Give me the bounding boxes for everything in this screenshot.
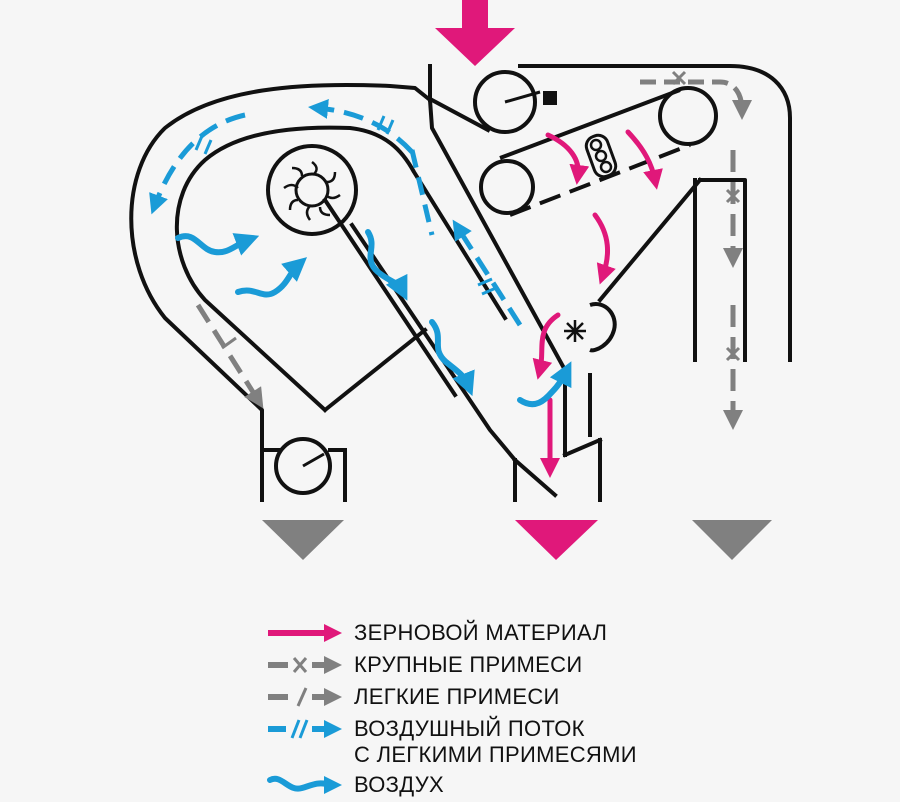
diagonal-channel-mid [322, 197, 458, 398]
top-feed-roller [473, 70, 537, 134]
coarse-impurities-flow [640, 70, 752, 430]
right-inner-wall [698, 178, 747, 362]
belt-bottom [509, 143, 691, 217]
wavy-arrow-icon [267, 775, 342, 794]
inner-channel-wall [174, 125, 508, 413]
top-feed-roller-handle [543, 91, 557, 105]
light-impurities-flow [195, 303, 264, 409]
belt-top [499, 88, 681, 160]
outer-channel-wall [129, 82, 433, 452]
legend-item-air: ВОЗДУХ [266, 772, 786, 802]
middle-outlet [512, 437, 603, 502]
outlet-grain-triangle [515, 520, 598, 560]
grain-flow [532, 129, 663, 478]
conveyor-belt [473, 70, 718, 217]
fan-icon [266, 144, 358, 236]
solid-arrow-icon [268, 624, 342, 642]
top-frame [428, 64, 491, 133]
bottom-roller [274, 437, 332, 495]
belt-pulley-right [658, 86, 718, 146]
legend-item-grain: ЗЕРНОВОЙ МАТЕРИАЛ [266, 620, 786, 650]
air-flow [175, 229, 572, 408]
diagonal-channel-outer [427, 97, 567, 457]
legend-label-airflow-line2: С ЛЕГКИМИ ПРИМЕСЯМИ [354, 742, 637, 767]
legend-item-coarse: КРУПНЫЕ ПРИМЕСИ [266, 652, 786, 682]
diagonal-channel-inner [349, 222, 518, 463]
outlet-coarse-triangle [692, 520, 772, 560]
airflow-with-impurities [149, 98, 523, 327]
left-divider [322, 327, 428, 413]
machine-housing [129, 64, 792, 502]
right-slope [597, 177, 703, 303]
belt-pulley-left [479, 159, 535, 215]
legend-label-grain: ЗЕРНОВОЙ МАТЕРИАЛ [354, 620, 608, 645]
top-feed-roller-pointer [504, 90, 541, 104]
outlet-light-triangle [262, 520, 344, 560]
dashed-x-arrow-icon [268, 656, 342, 674]
legend-item-light: ЛЕГКИЕ ПРИМЕСИ [266, 684, 786, 714]
right-housing [518, 64, 792, 362]
legend-label-air: ВОЗДУХ [354, 772, 444, 797]
dashed-slash-arrow-icon [268, 687, 342, 707]
left-outlet [260, 448, 347, 502]
legend-label-airflow: ВОЗДУШНЫЙ ПОТОК [354, 716, 585, 741]
dashed-double-slash-arrow-icon [268, 719, 342, 739]
legend-item-airflow: ВОЗДУШНЫЙ ПОТОК С ЛЕГКИМИ ПРИМЕСЯМИ [266, 716, 786, 772]
rotor-icon [564, 302, 617, 353]
legend-label-light: ЛЕГКИЕ ПРИМЕСИ [354, 684, 560, 709]
grain-inlet-arrow [435, 0, 515, 66]
triple-roller-frame [584, 133, 618, 179]
legend-label-coarse: КРУПНЫЕ ПРИМЕСИ [354, 652, 583, 677]
